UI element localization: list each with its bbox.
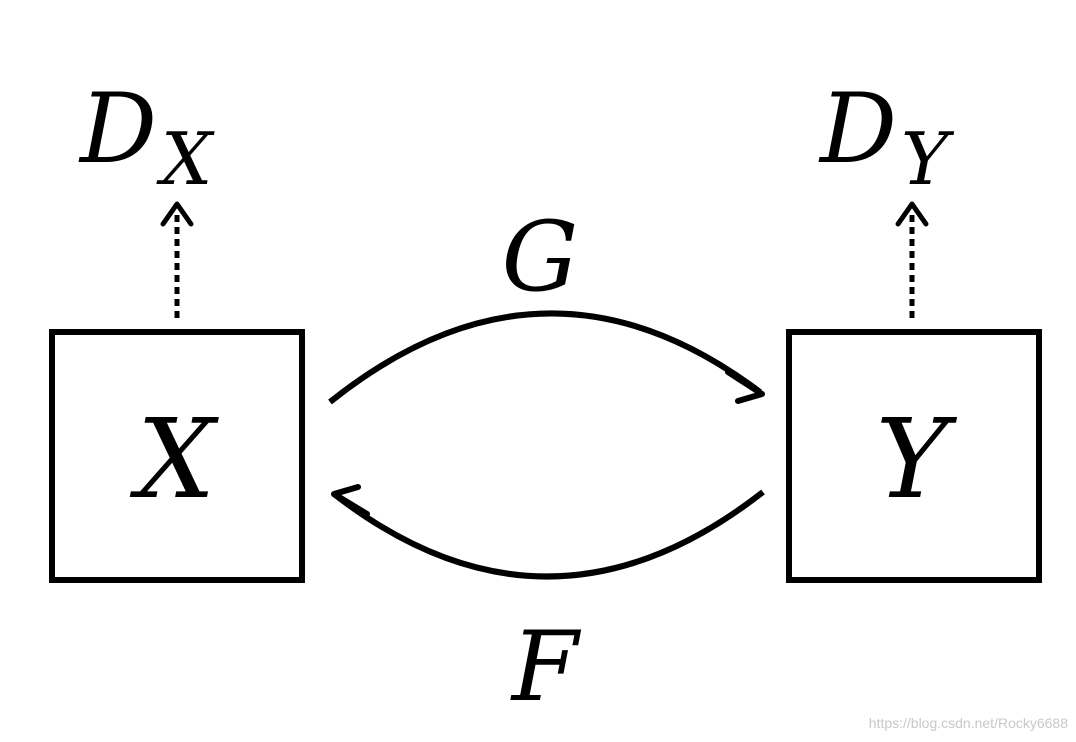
- mapping-g-label: G: [502, 201, 579, 313]
- mapping-f-label: F: [510, 611, 582, 723]
- domain-y-label: Y: [876, 395, 958, 523]
- mapping-f-arrowhead: [331, 484, 370, 517]
- discriminator-dy-sub: Y: [901, 117, 955, 201]
- domain-x-label: X: [129, 395, 219, 523]
- dy-arrowhead: [895, 201, 929, 227]
- mapping-g-arrow: [328, 310, 762, 405]
- discriminator-dx-base: D: [78, 73, 157, 185]
- mapping-g-arrowhead: [725, 369, 765, 404]
- watermark-text: https://blog.csdn.net/Rocky6688: [869, 715, 1068, 731]
- domain-y-box: [786, 329, 1042, 583]
- mapping-f-arrow: [332, 489, 765, 580]
- discriminator-dy-label: DY: [818, 73, 955, 201]
- domain-x-box: [49, 329, 305, 583]
- discriminator-dy-base: D: [818, 73, 897, 185]
- discriminator-dx-label: DX: [78, 73, 215, 201]
- discriminator-dx-sub: X: [156, 117, 215, 201]
- dx-arrowhead: [160, 201, 194, 227]
